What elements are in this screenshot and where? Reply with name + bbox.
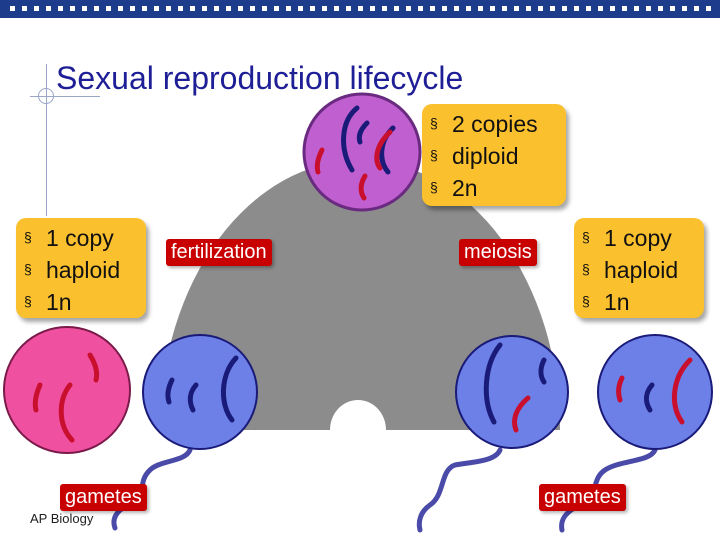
gametes-label-left: gametes [60, 484, 147, 511]
bullet: § [582, 292, 590, 309]
bullet: § [24, 292, 32, 309]
haploid-right-item-ploidy: §haploid [582, 255, 696, 287]
slide-title: Sexual reproduction lifecycle [56, 60, 464, 96]
sperm-cell-center [455, 335, 569, 449]
bullet: § [24, 260, 32, 277]
haploid-left-item-ploidy: §haploid [24, 255, 138, 287]
meiosis-label: meiosis [459, 239, 537, 266]
gametes-label-right: gametes [539, 484, 626, 511]
haploid-right-item-copies: §1 copy [582, 223, 696, 255]
bullet: § [582, 260, 590, 277]
diploid-item-ploidy: §diploid [430, 141, 558, 173]
haploid-right-item-n: §1n [582, 287, 696, 319]
sperm-tail-center [416, 447, 503, 533]
lifecycle-arc [160, 160, 560, 430]
bullet: § [430, 178, 438, 195]
fertilization-label: fertilization [166, 239, 272, 266]
bullet: § [430, 146, 438, 163]
haploid-info-box-left: §1 copy §haploid §1n [16, 218, 146, 318]
diploid-cell [302, 92, 422, 212]
haploid-left-item-copies: §1 copy [24, 223, 138, 255]
sperm-cell-left [142, 334, 258, 450]
header-bar [0, 0, 720, 18]
bullet: § [430, 114, 438, 131]
diploid-item-n: §2n [430, 173, 558, 205]
haploid-left-item-n: §1n [24, 287, 138, 319]
bullet: § [582, 228, 590, 245]
guide-line-vertical [46, 64, 47, 216]
footer-text: AP Biology [30, 511, 94, 526]
guide-crosshair-circle [38, 88, 54, 104]
guide-line-horizontal [30, 96, 100, 97]
egg-cell [3, 326, 131, 454]
bullet: § [24, 228, 32, 245]
diploid-info-box: §2 copies §diploid §2n [422, 104, 566, 206]
diploid-item-copies: §2 copies [430, 109, 558, 141]
haploid-info-box-right: §1 copy §haploid §1n [574, 218, 704, 318]
sperm-cell-right [597, 334, 713, 450]
